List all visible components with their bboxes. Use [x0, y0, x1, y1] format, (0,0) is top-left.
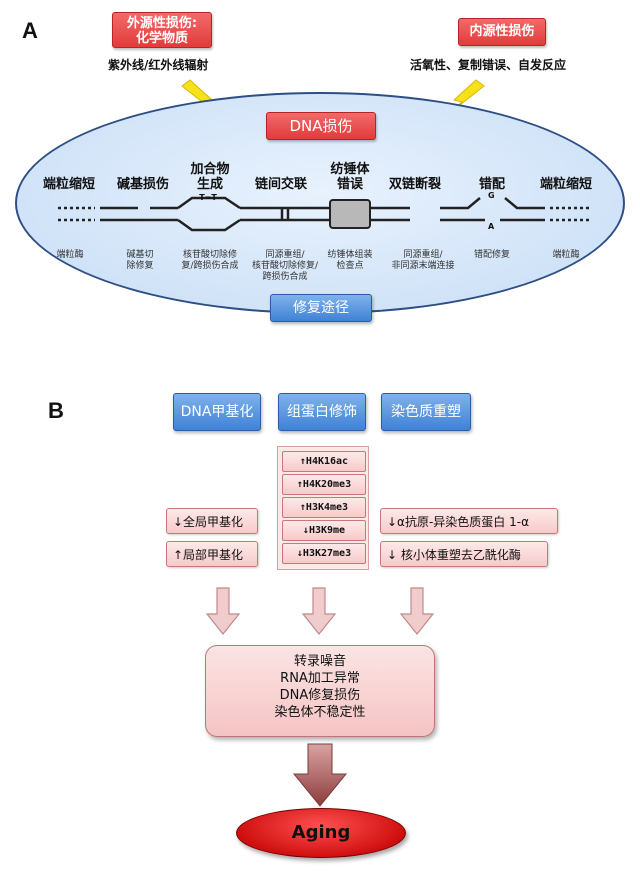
methylation-global-decrease: ↓全局甲基化	[166, 508, 258, 534]
down-arrow-middle-icon	[301, 587, 337, 635]
category-chromatin-remodeling: 染色质重塑	[381, 393, 471, 431]
endogenous-cause: 活氧性、复制错误、自发反应	[410, 58, 567, 72]
dna-strand-diagram	[58, 196, 590, 232]
methylation-local-increase: ↑局部甲基化	[166, 541, 258, 567]
damage-spindle: 纺锤体错误	[330, 162, 370, 192]
exogenous-title-line2: 化学物质	[135, 31, 188, 46]
damage-interstrand-crosslink: 链间交联	[254, 177, 307, 192]
mismatch-bottom-base: A	[488, 222, 495, 231]
down-arrows	[205, 587, 435, 635]
consequences-box: 转录噪音 RNA加工异常 DNA修复损伤 染色体不稳定性	[205, 645, 435, 737]
chromatin-hp1-alpha-decrease: ↓α抗原-异染色质蛋白 1-α	[380, 508, 558, 534]
result-transcription-noise: 转录噪音	[293, 654, 346, 669]
big-down-arrow-icon	[292, 743, 348, 807]
repair-nhej: 同源重组/非同源末端连接	[391, 250, 455, 271]
histone-mod-h4k20me3: ↑H4K20me3	[282, 474, 366, 495]
histone-mod-h3k4me3: ↑H3K4me3	[282, 497, 366, 518]
chromatin-nurd-decrease: ↓ 核小体重塑去乙酰化酶	[380, 541, 548, 567]
exogenous-cause: 紫外线/红外线辐射	[108, 58, 209, 72]
damage-double-strand-break: 双链断裂	[388, 177, 441, 192]
repair-telomerase-right: 端粒酶	[552, 250, 580, 260]
damage-base: 碱基损伤	[116, 177, 169, 192]
repair-telomerase-left: 端粒酶	[56, 250, 84, 260]
exogenous-title-line1: 外源性损伤:	[126, 16, 198, 31]
repair-mismatch: 错配修复	[473, 250, 510, 260]
down-arrow-right-icon	[399, 587, 435, 635]
exogenous-damage-box: 外源性损伤: 化学物质	[112, 12, 212, 48]
down-arrow-left-icon	[205, 587, 241, 635]
mismatch-top-base: G	[488, 191, 495, 200]
panel-a-label: A	[22, 18, 38, 43]
endogenous-damage-box: 内源性损伤	[458, 18, 546, 46]
result-rna-processing: RNA加工异常	[280, 671, 360, 686]
histone-mod-h4k16ac: ↑H4K16ac	[282, 451, 366, 472]
panel-b-label: B	[48, 398, 64, 423]
repair-base-excision: 碱基切除修复	[126, 250, 154, 271]
result-dna-repair: DNA修复损伤	[279, 688, 361, 703]
damage-adduct: 加合物生成	[190, 162, 230, 192]
damage-telomere-right: 端粒缩短	[539, 177, 592, 192]
damage-mismatch: 错配	[478, 177, 505, 192]
result-chromosome-instability: 染色体不稳定性	[274, 705, 366, 720]
histone-mod-h3k27me3: ↓H3K27me3	[282, 543, 366, 564]
dna-damage-box: DNA损伤	[266, 112, 376, 140]
repair-pathway-box: 修复途径	[270, 294, 372, 322]
spindle-error-box	[329, 199, 371, 229]
category-histone-modification: 组蛋白修饰	[278, 393, 366, 431]
histone-mod-h3k9me: ↓H3K9me	[282, 520, 366, 541]
category-dna-methylation: DNA甲基化	[173, 393, 261, 431]
aging-oval: Aging	[236, 808, 406, 858]
repair-nucleotide-excision: 核苷酸切除修复/跨损伤合成	[181, 250, 239, 271]
repair-spindle-checkpoint: 纺锤体组装检查点	[327, 250, 373, 271]
repair-homologous-recombination: 同源重组/核苷酸切除修复/跨损伤合成	[251, 250, 319, 282]
adduct-mark: T=T	[199, 193, 217, 202]
damage-telomere-left: 端粒缩短	[42, 177, 95, 192]
